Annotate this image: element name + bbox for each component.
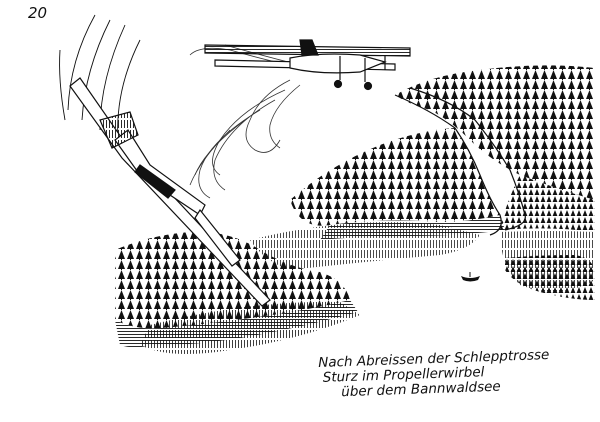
- biplane-icon: [204, 39, 411, 91]
- glider-icon: [69, 77, 271, 307]
- boat-icon: [461, 272, 480, 282]
- forest-middle: [290, 128, 505, 240]
- forest-lower-right: [505, 255, 595, 300]
- forest-foreground: [115, 231, 358, 348]
- caption: Nach Abreissen der Schlepptrosse Sturz i…: [318, 347, 589, 401]
- page-number: 20: [28, 4, 48, 22]
- forest-far-right: [395, 65, 595, 232]
- river: [394, 87, 526, 236]
